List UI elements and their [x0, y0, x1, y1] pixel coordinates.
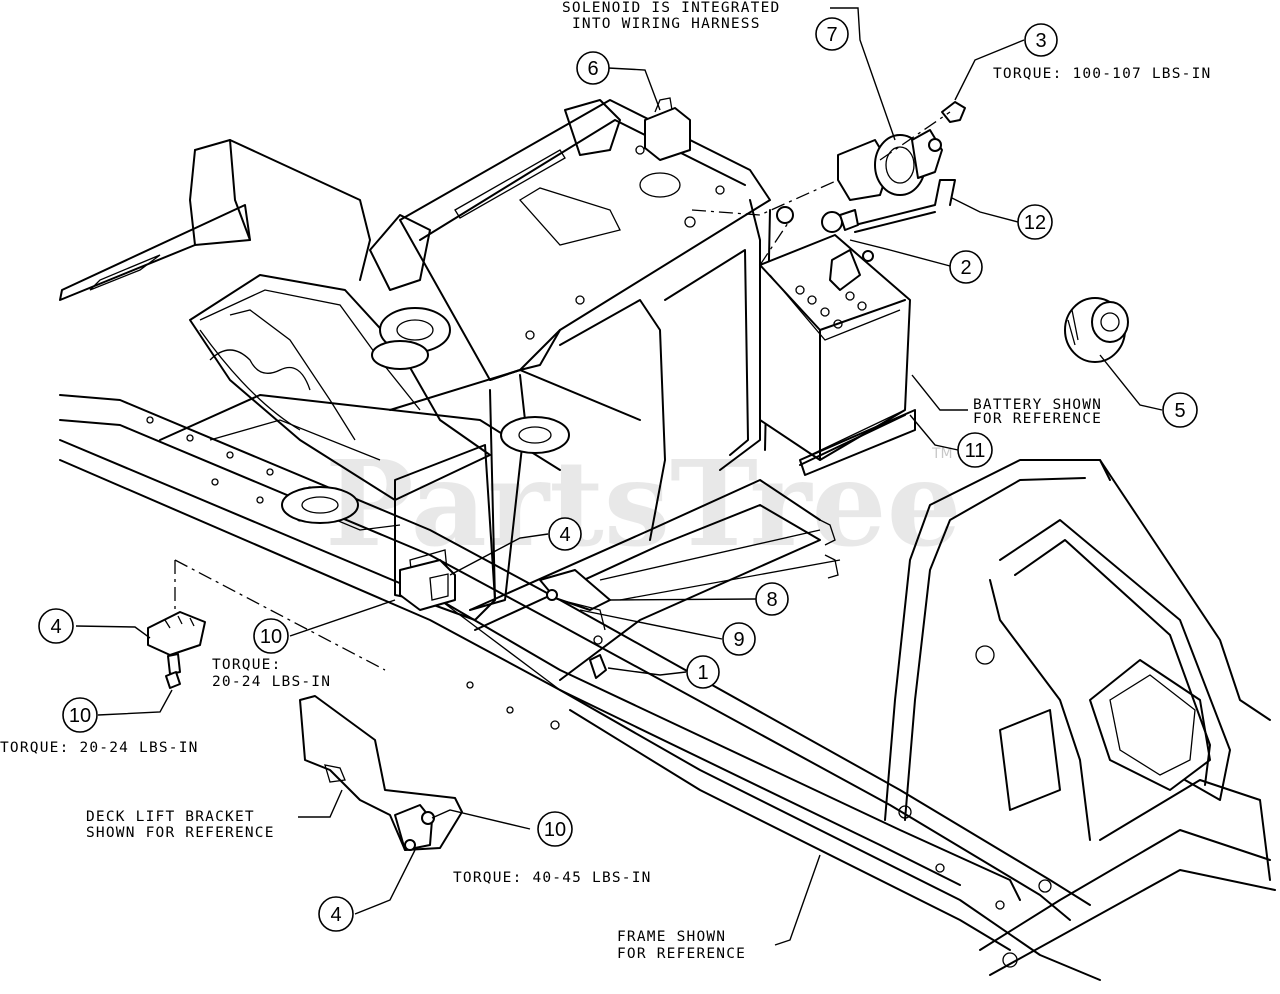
callout-10-bottom: 10: [537, 811, 573, 847]
callout-8: 8: [755, 582, 789, 616]
torque-note-mid-line2: 20-24 LBS-IN: [212, 674, 331, 690]
part-1-bolt: [589, 635, 607, 679]
callout-12: 12: [1017, 204, 1053, 240]
part-3-screw: [941, 101, 966, 123]
battery-note-line1: BATTERY SHOWN: [973, 397, 1102, 413]
callout-5-label: 5: [1174, 400, 1185, 422]
callout-11-label: 11: [965, 440, 986, 462]
part-5-knob: [1064, 297, 1129, 363]
callout-6: 6: [576, 51, 610, 85]
callout-1-label: 1: [697, 662, 708, 684]
callout-3-label: 3: [1035, 30, 1046, 52]
leader-lines: [75, 7, 1163, 946]
callout-4-center-label: 4: [559, 524, 570, 546]
callout-10-bottom-label: 10: [544, 819, 566, 841]
watermark-text: PartsTree: [325, 434, 962, 573]
torque-note-left: TORQUE: 20-24 LBS-IN: [0, 740, 199, 756]
frame-note-line1: FRAME SHOWN: [617, 929, 726, 945]
solenoid-note-line1: SOLENOID IS INTEGRATED: [562, 0, 780, 16]
part-4-center-switch: [399, 559, 456, 611]
part-12-wire: [854, 179, 956, 233]
callout-4-left: 4: [38, 608, 74, 644]
callout-10-left: 10: [62, 697, 98, 733]
callout-5: 5: [1162, 392, 1198, 428]
torque-note-bottom: TORQUE: 40-45 LBS-IN: [453, 870, 652, 886]
torque-note-top: TORQUE: 100-107 LBS-IN: [993, 66, 1211, 82]
callout-8-label: 8: [766, 589, 777, 611]
part-2-cable-bolts: [776, 206, 874, 291]
callout-2: 2: [949, 250, 983, 284]
watermark-trademark: TM: [931, 446, 953, 462]
callout-4-bottom-label: 4: [330, 904, 341, 926]
callout-7-label: 7: [826, 24, 837, 46]
callout-7: 7: [815, 17, 849, 51]
deck-bracket-note-line2: SHOWN FOR REFERENCE: [86, 825, 275, 841]
torque-note-mid-line1: TORQUE:: [212, 657, 282, 673]
frame-note-line2: FOR REFERENCE: [617, 946, 746, 962]
callout-3: 3: [1024, 23, 1058, 57]
deck-bracket-note-line1: DECK LIFT BRACKET: [86, 809, 255, 825]
part-10-left-screw: [165, 671, 181, 689]
part-6-switch: [644, 97, 691, 161]
callout-12-label: 12: [1024, 212, 1046, 234]
callout-4-left-label: 4: [50, 616, 61, 638]
deck-lift-bracket-drawing: [299, 695, 463, 851]
solenoid-note-line2: INTO WIRING HARNESS: [572, 16, 761, 32]
part-7-solenoid: [837, 129, 943, 201]
part-11-rod: [799, 409, 906, 466]
callout-9: 9: [722, 622, 756, 656]
callout-6-label: 6: [587, 58, 598, 80]
callout-4-bottom: 4: [318, 896, 354, 932]
callout-2-label: 2: [960, 257, 971, 279]
callout-11: 11: [957, 432, 993, 468]
part-8-9-bracket: [539, 569, 611, 631]
part-4-left-switch: [147, 611, 206, 675]
callout-10-left-label: 10: [69, 705, 91, 727]
alignment-lines: [174, 111, 951, 671]
support-tower-drawing: [189, 99, 771, 621]
battery-note-line2: FOR REFERENCE: [973, 411, 1102, 427]
callout-1: 1: [686, 655, 720, 689]
callout-9-label: 9: [733, 629, 744, 651]
callout-10-center: 10: [253, 618, 289, 654]
callout-4-center: 4: [548, 517, 582, 551]
callout-10-center-label: 10: [260, 626, 282, 648]
